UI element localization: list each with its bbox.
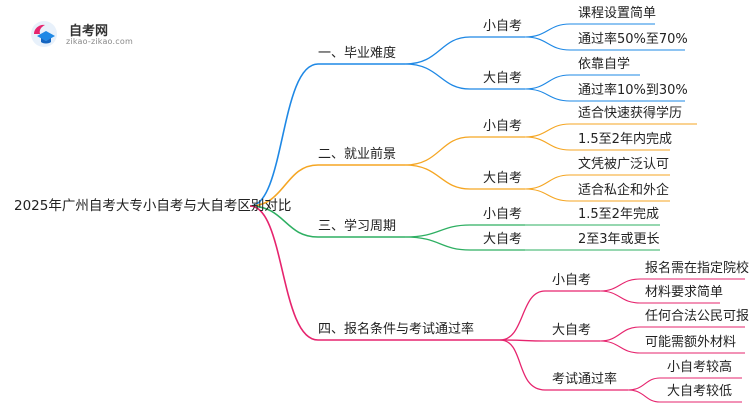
b4-small-leaf-2: 材料要求简单 xyxy=(645,285,724,300)
link-b2-big-l1 xyxy=(524,174,670,190)
link-root-b1 xyxy=(249,63,405,207)
b4-big-leaf-1: 任何合法公民可报 xyxy=(645,309,750,324)
link-root-b3 xyxy=(249,205,405,238)
link-b2-small-l1 xyxy=(524,123,697,138)
graduation-cap-icon xyxy=(31,21,57,47)
root-node: 2025年广州自考大专小自考与大自考区别对比 xyxy=(14,198,292,214)
b4-small-leaf-1: 报名需在指定院校 xyxy=(645,261,750,276)
b1-small-leaf-2: 通过率50%至70% xyxy=(578,32,688,47)
b2-small-self-study: 小自考 xyxy=(483,119,523,134)
link-b1-big-l2 xyxy=(524,88,685,102)
link-b1-big xyxy=(404,63,525,90)
b1-big-leaf-2: 通过率10%到30% xyxy=(578,83,688,98)
b3-small-self-study: 小自考 xyxy=(483,207,523,222)
b2-big-self-study: 大自考 xyxy=(483,171,523,186)
b1-big-leaf-1: 依靠自学 xyxy=(578,57,631,72)
link-b4-rate xyxy=(499,339,628,391)
b3-small-leaf-1: 1.5至2年完成 xyxy=(578,207,659,222)
link-b4-big-l2 xyxy=(599,340,745,354)
link-b1-small xyxy=(404,36,525,65)
branch-employment-prospects: 二、就业前景 xyxy=(318,147,397,162)
link-b4-big xyxy=(499,339,600,342)
link-b4-rate-l2 xyxy=(627,389,742,403)
logo-subtitle: zikao-zikao.com xyxy=(66,37,133,46)
link-b1-small-l2 xyxy=(524,36,685,51)
link-b1-small-l1 xyxy=(524,23,655,38)
link-b4-small-l1 xyxy=(599,278,745,292)
link-b4-rate-l1 xyxy=(627,377,742,391)
b4-big-self-study: 大自考 xyxy=(552,323,592,338)
link-b2-big xyxy=(404,164,525,190)
b1-small-leaf-1: 课程设置简单 xyxy=(578,6,657,21)
link-b1-big-l1 xyxy=(524,74,640,90)
branch-study-period: 三、学习周期 xyxy=(318,219,397,234)
link-b3-big xyxy=(404,236,525,251)
branch-graduation-difficulty: 一、毕业难度 xyxy=(318,46,397,61)
link-root-b4 xyxy=(249,205,500,341)
logo-title: 自考网 xyxy=(69,24,109,39)
b3-big-leaf-1: 2至3年或更长 xyxy=(578,232,660,247)
b2-big-leaf-2: 适合私企和外企 xyxy=(578,183,670,198)
link-b2-big-l2 xyxy=(524,188,670,202)
b3-big-self-study: 大自考 xyxy=(483,232,523,247)
link-b4-small-l2 xyxy=(599,290,720,304)
b4-big-leaf-2: 可能需额外材料 xyxy=(645,335,737,350)
link-b4-big-l1 xyxy=(599,326,745,342)
branch-registration-pass-rate: 四、报名条件与考试通过率 xyxy=(318,322,475,337)
link-root-b2 xyxy=(249,164,405,207)
site-logo[interactable]: 自考网 zikao-zikao.com xyxy=(30,18,140,52)
b4-rate-leaf-2: 大自考较低 xyxy=(667,384,733,399)
b2-small-leaf-2: 1.5至2年内完成 xyxy=(578,132,672,147)
b4-exam-pass-rate: 考试通过率 xyxy=(552,372,618,387)
b2-small-leaf-1: 适合快速获得学历 xyxy=(578,106,683,121)
link-b2-small xyxy=(404,136,525,166)
link-b3-small xyxy=(404,224,525,238)
b4-rate-leaf-1: 小自考较高 xyxy=(667,360,733,375)
b1-big-self-study: 大自考 xyxy=(483,71,523,86)
link-b4-small xyxy=(499,290,600,341)
link-b2-small-l2 xyxy=(524,136,670,151)
b4-small-self-study: 小自考 xyxy=(552,273,592,288)
b2-big-leaf-1: 文凭被广泛认可 xyxy=(578,157,670,172)
b1-small-self-study: 小自考 xyxy=(483,19,523,34)
